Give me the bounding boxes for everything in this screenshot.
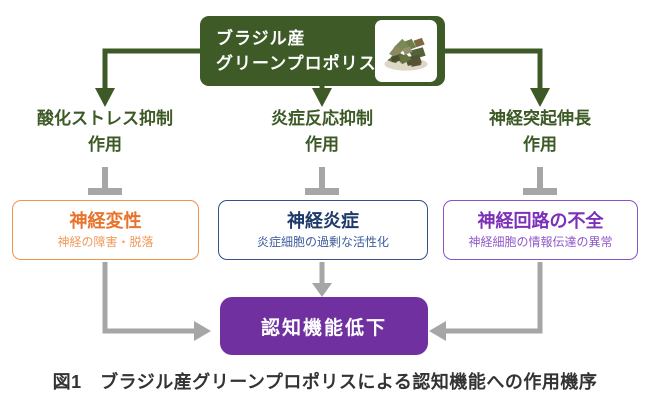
gray-arrow-left-line — [102, 262, 194, 334]
inhibition-symbols — [88, 167, 557, 195]
action-label-inflammation: 炎症反応抑制 作用 — [227, 106, 417, 157]
green-arrow-left-line — [102, 48, 200, 88]
green-arrow-left-head — [95, 88, 115, 107]
green-arrow-right-head — [530, 88, 550, 107]
inhibit-bar-right — [523, 188, 557, 195]
outcome-subtitle: 神経の障害・脱落 — [57, 235, 154, 250]
action-right-line1: 神経突起伸長 — [489, 109, 591, 128]
source-box-line1: ブラジル産 — [216, 29, 306, 48]
outcome-title: 神経変性 — [69, 210, 142, 231]
inhibit-stem-right — [537, 167, 543, 188]
gray-arrows — [102, 262, 543, 341]
source-box-line2: グリーンプロポリス — [216, 53, 377, 73]
inhibit-stem-left — [102, 167, 108, 188]
action-label-oxidative-stress: 酸化ストレス抑制 作用 — [10, 106, 200, 157]
outcome-box-neurodegeneration: 神経変性 神経の障害・脱落 — [12, 200, 199, 260]
source-box-propolis: ブラジル産 グリーンプロポリス — [200, 16, 445, 86]
outcome-box-neural-circuit-failure: 神経回路の不全 神経細胞の情報伝達の異常 — [443, 200, 638, 260]
action-left-line1: 酸化ストレス抑制 — [37, 109, 173, 128]
green-arrows — [95, 48, 550, 107]
action-mid-line2: 作用 — [305, 134, 339, 154]
outcome-subtitle: 炎症細胞の過剰な活性化 — [256, 235, 389, 250]
gray-arrow-left-head — [194, 321, 211, 341]
result-box-cognitive-decline: 認知機能低下 — [220, 297, 428, 355]
outcome-title: 神経炎症 — [287, 210, 359, 231]
action-right-line2: 作用 — [523, 134, 557, 154]
gray-arrow-right-line — [446, 262, 543, 334]
figure-caption: 図1 ブラジル産グリーンプロポリスによる認知機能への作用機序 — [52, 372, 598, 392]
result-box-label: 認知機能低下 — [260, 317, 387, 339]
action-left-line2: 作用 — [88, 134, 122, 154]
source-box-label: ブラジル産 グリーンプロポリス — [216, 27, 377, 76]
action-label-neurite-outgrowth: 神経突起伸長 作用 — [445, 106, 635, 157]
outcome-title: 神経回路の不全 — [477, 210, 604, 231]
inhibit-bar-mid — [305, 188, 339, 195]
green-arrow-mid-head — [312, 88, 332, 107]
propolis-chunks-illustration — [384, 37, 428, 71]
green-arrow-right-line — [445, 48, 543, 88]
inhibit-stem-mid — [319, 167, 325, 188]
inhibit-bar-left — [88, 188, 122, 195]
gray-arrow-right-head — [429, 321, 446, 341]
gray-arrow-mid-head — [312, 283, 332, 297]
action-mid-line1: 炎症反応抑制 — [271, 109, 373, 128]
outcome-subtitle: 神経細胞の情報伝達の異常 — [468, 235, 613, 250]
outcome-box-neuroinflammation: 神経炎症 炎症細胞の過剰な活性化 — [218, 200, 428, 260]
propolis-photo — [375, 20, 437, 82]
